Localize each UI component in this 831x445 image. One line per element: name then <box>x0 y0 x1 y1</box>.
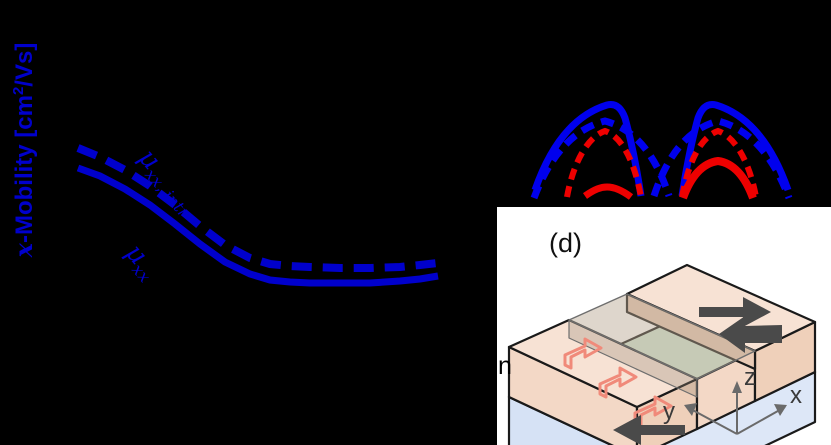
mobility-curves <box>76 144 439 287</box>
current-arrow-left-group <box>719 316 782 353</box>
band-structure-panels <box>497 0 831 207</box>
truncated-text-fragment: n <box>498 352 512 380</box>
curve-mu-xx <box>76 164 439 287</box>
axis-z-head-icon <box>732 381 742 393</box>
axis-x-head-icon <box>774 404 787 416</box>
band-left-blue-dashed <box>530 117 673 200</box>
band-panel-right <box>650 101 793 200</box>
mobility-plot: x-Mobility [cm2/Vs] μxx, intr μxx <box>9 43 439 287</box>
curve-mu-xx-intr <box>76 144 439 272</box>
axis-label-x: x <box>790 382 802 409</box>
channel-ridge-side <box>568 319 698 398</box>
current-arrow-right-icon <box>613 415 685 445</box>
current-arrow-left2-icon <box>719 316 782 353</box>
axis-label-y: y <box>663 398 675 425</box>
band-right-blue-dashed <box>650 117 793 200</box>
axis-label-z: z <box>744 364 756 391</box>
band-panel-left <box>530 101 673 200</box>
band-left-blue-solid <box>531 101 645 197</box>
current-arrow-left-icon <box>699 297 771 327</box>
panel-label-d: (d) <box>549 228 582 258</box>
band-left-red-dashed <box>564 127 644 198</box>
band-right-red-solid <box>679 156 757 200</box>
band-left-red-solid <box>582 183 634 200</box>
axis-x-line <box>736 406 786 435</box>
current-arrow-group <box>613 297 771 445</box>
device-3d-diagram: z x y <box>507 263 817 445</box>
band-structure-svg <box>530 101 793 200</box>
band-right-red-dashed <box>679 127 759 198</box>
spin-arrow-2-icon <box>598 366 638 399</box>
axis-y-head-icon <box>684 403 697 416</box>
axis-triad <box>684 381 787 435</box>
device-diagram-panel: (d) <box>497 207 831 445</box>
band-right-blue-solid <box>678 101 792 197</box>
spin-arrow-1-icon <box>563 337 603 370</box>
axis-y-line <box>686 406 738 435</box>
